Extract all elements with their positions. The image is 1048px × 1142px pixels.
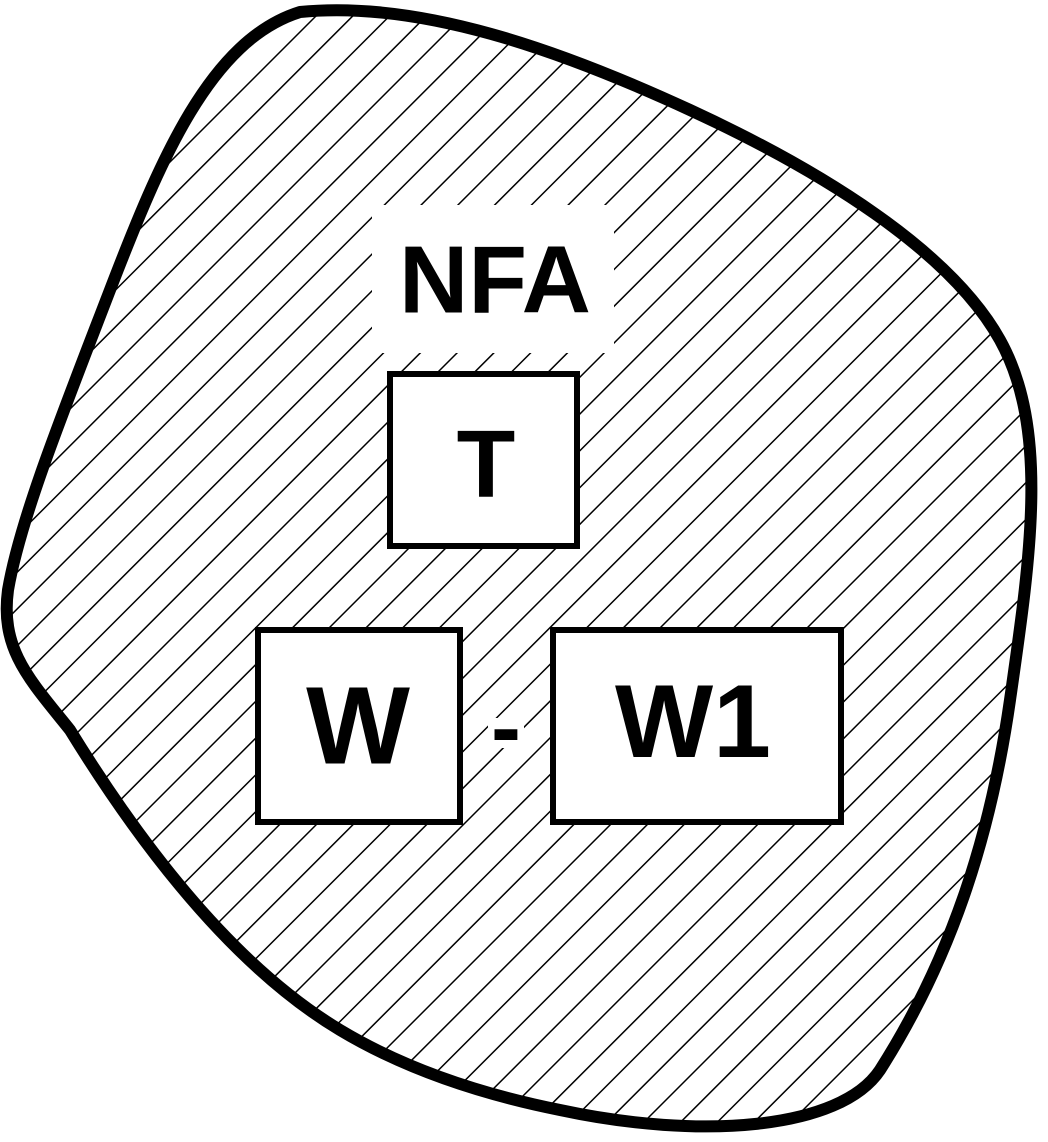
t-box-label: T <box>457 411 516 518</box>
w1-box <box>550 627 844 825</box>
nfa-label: NFA <box>399 227 591 334</box>
w1-box-label: W1 <box>615 664 771 780</box>
w-box-label: W <box>306 665 410 788</box>
hatched-region <box>0 4 1038 1133</box>
minus-operator: - <box>491 678 521 778</box>
minus-background <box>488 718 524 748</box>
t-box <box>387 371 580 549</box>
w-box <box>255 627 463 825</box>
nfa-label-background <box>372 205 614 353</box>
